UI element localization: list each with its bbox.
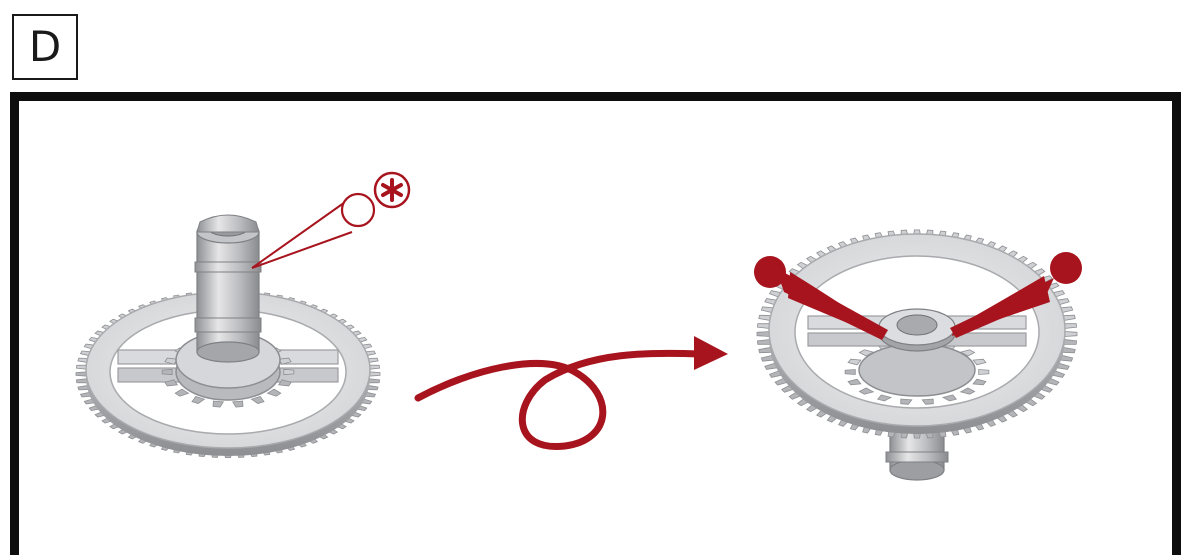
gear-tooth	[284, 369, 294, 374]
wheel-with-post	[76, 215, 380, 458]
oil-callout	[252, 194, 374, 268]
oil-drop-circle	[342, 194, 374, 226]
curly-arrow-icon	[418, 336, 728, 447]
gear-tooth	[845, 370, 855, 375]
gear-tooth	[979, 370, 989, 375]
wheel-inverted	[757, 230, 1077, 480]
arbor-post	[195, 215, 261, 362]
hub-jewel	[879, 309, 955, 351]
asterisk-icon	[375, 173, 409, 207]
gear-tooth	[162, 369, 172, 374]
